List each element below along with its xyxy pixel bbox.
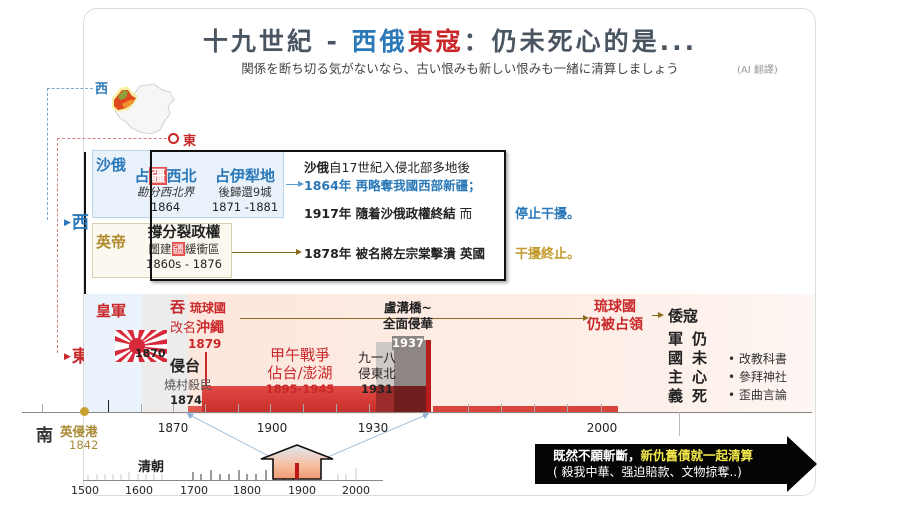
info-panel <box>150 150 506 281</box>
event-marco-polo-bridge: 盧溝橋~ 全面侵華 1937 <box>382 300 433 350</box>
south-axis-label: 南 <box>36 426 53 446</box>
bar-post-war <box>433 406 618 412</box>
east-marker-icon <box>168 133 179 144</box>
marker-1945 <box>426 340 431 412</box>
mini-axis-label: 1500 <box>71 484 99 497</box>
zoom-window-icon <box>260 444 334 480</box>
tick <box>270 404 271 412</box>
bar-taiwan <box>188 406 208 412</box>
callout-detail: ( 殺我中華、强迫賠款、文物掠奪..) <box>553 465 742 479</box>
list-item: 參拜神社 <box>728 368 787 386</box>
page-title: 十九世紀 - 西俄東寇：仍未死心的是... <box>202 27 698 56</box>
japan-actions-list: 改教科書 參拜神社 歪曲言論 <box>728 350 787 404</box>
mini-axis-label: 1700 <box>180 484 208 497</box>
tick <box>567 404 568 412</box>
hongkong-marker-icon <box>80 407 89 416</box>
callout-arrow-icon <box>535 436 817 492</box>
britain-panel <box>92 223 232 278</box>
wokou-label: 倭寇 <box>668 307 699 325</box>
tick <box>534 404 535 412</box>
britain-outcome: 干擾終止。 <box>515 247 581 262</box>
event-ryukyu-annexation: 吞 琉球國 改名沖繩 1879 <box>170 298 226 351</box>
britain-label: 英帝 <box>96 233 127 251</box>
hongkong-year: 1842 <box>69 438 99 452</box>
subtitle: 関係を断ち切る気がないなら、古い恨みも新しい恨みも一緒に清算しましょう <box>241 61 679 76</box>
tick <box>205 404 206 412</box>
bar-sino-japanese-war <box>202 386 376 412</box>
info-line-2: 1864年 再略奪我國西部新疆； <box>304 178 481 193</box>
russia-event-ili: 占伊犁地 後歸還9城 1871 -1881 <box>211 167 279 214</box>
tick <box>369 404 370 412</box>
britain-arrow-icon <box>232 249 302 255</box>
west-connector-vertical <box>47 88 48 220</box>
ryukyu-arrow-icon <box>240 315 589 321</box>
hongkong-event: 英侵港 <box>60 424 98 439</box>
east-connector-vertical <box>57 138 58 353</box>
list-item: 改教科書 <box>728 350 787 368</box>
militarism-column: 軍國主義 <box>668 330 684 405</box>
vertical-axis <box>84 152 86 412</box>
tick <box>468 404 469 412</box>
qing-dynasty-label: 清朝 <box>138 460 165 475</box>
axis-label: 2000 <box>586 421 618 435</box>
axis-divider <box>430 412 680 436</box>
east-connector <box>57 138 167 139</box>
tick <box>501 404 502 412</box>
tick <box>108 400 109 412</box>
ai-translation-note: (AI 翻譯) <box>737 65 778 76</box>
russia-outcome: 停止干擾。 <box>515 207 581 222</box>
event-taiwan-invasion: 侵台 燒村殺民 1874 <box>164 357 213 407</box>
ryukyu-still-occupied: 琉球國 仍被占領 <box>587 299 643 333</box>
russia-label: 沙俄 <box>96 156 127 174</box>
west-connector <box>47 88 93 89</box>
axis-label: 1930 <box>357 421 389 435</box>
china-map-icon <box>112 83 175 135</box>
event-mukden-incident: 九一八 侵東北 1931 <box>358 350 396 396</box>
tick <box>141 404 142 412</box>
zoom-connector-icon <box>186 412 430 463</box>
axis-label: 1870 <box>157 421 189 435</box>
info-line-4: 1878年 被名將左宗棠擊潰 英國 <box>304 246 485 261</box>
mini-axis-label: 1800 <box>233 484 261 497</box>
list-item: 歪曲言論 <box>728 386 787 404</box>
east-map-label: 東 <box>183 134 197 149</box>
mini-axis-label: 1900 <box>288 484 316 497</box>
bar-1937 <box>394 386 426 412</box>
russia-arrow-icon <box>286 181 304 187</box>
info-line-3: 1917年 隨着沙俄政權終結 而 <box>304 206 473 221</box>
tick <box>42 404 43 412</box>
rising-sun-flag-icon <box>115 330 167 362</box>
tick <box>336 404 337 412</box>
mini-axis-label: 1600 <box>125 484 153 497</box>
japan-label: 皇軍 <box>96 302 127 320</box>
mini-axis-ticks <box>87 468 357 480</box>
tick <box>238 404 239 412</box>
wokou-arrow-icon <box>652 312 664 318</box>
ryukyu-marker <box>205 352 207 412</box>
tick <box>601 404 602 412</box>
flag-year: 1870 <box>135 347 166 360</box>
timeline-axis <box>22 412 812 413</box>
west-axis-label: 西 <box>64 208 89 233</box>
axis-label: 1900 <box>256 421 288 435</box>
not-dead-column: 仍未心死 <box>692 330 708 405</box>
bar-1931 <box>376 386 394 412</box>
event-sino-japanese-war: 甲午戰爭 佔台/澎湖 1895-1945 <box>265 346 335 396</box>
russia-panel <box>92 150 284 218</box>
callout-headline: 既然不願斬斷，新仇舊債就一起清算 <box>553 448 754 463</box>
mini-axis-label: 2000 <box>342 484 370 497</box>
tick <box>303 404 304 412</box>
mini-timeline-axis <box>83 480 383 481</box>
info-line-1: 沙俄自17世紀入侵北部多地後 <box>304 160 470 175</box>
info-panel-bg <box>284 152 504 279</box>
britain-event: 撐分裂政權 圖建疆緩衝區 1860s - 1876 <box>146 225 222 271</box>
tick <box>173 404 174 412</box>
west-map-label: 西 <box>95 82 109 97</box>
